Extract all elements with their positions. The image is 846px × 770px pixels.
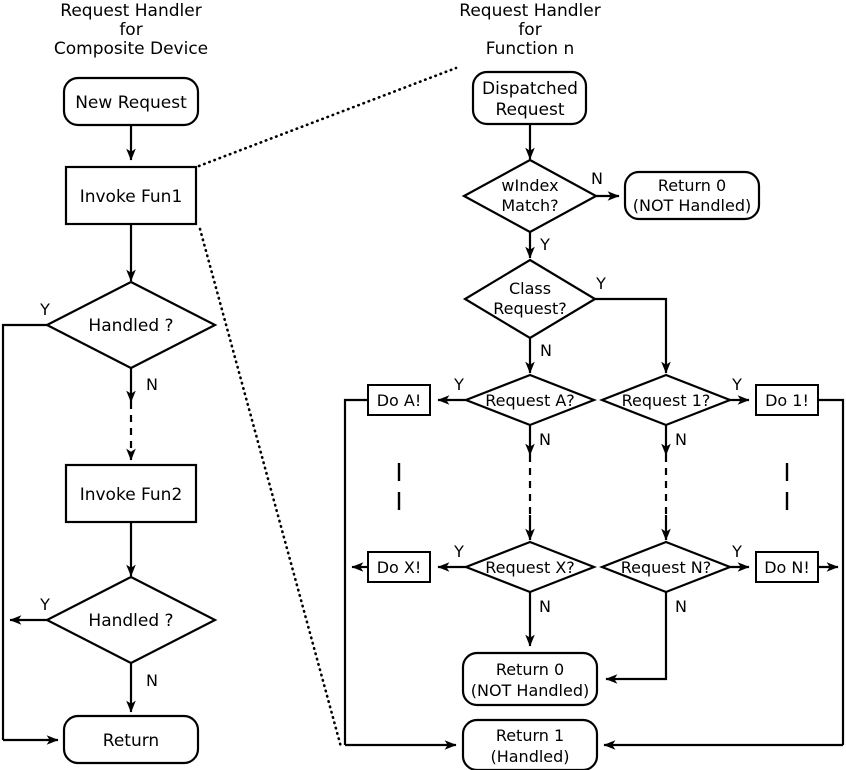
node-do-1-label: Do 1! xyxy=(765,391,809,410)
right-title-line3: Function n xyxy=(486,39,575,59)
node-invoke-fun2-label: Invoke Fun2 xyxy=(80,485,183,505)
node-return[interactable] xyxy=(62,714,200,765)
edge-label-request-1-yes: Y xyxy=(731,375,742,394)
node-return1-label-1: Return 1 xyxy=(496,726,564,745)
node-invoke-fun1-label: Invoke Fun1 xyxy=(80,187,183,207)
edge-label-handled2-no: N xyxy=(146,671,158,690)
node-handled-1-label: Handled ? xyxy=(88,316,173,336)
node-handled-2-label: Handled ? xyxy=(88,611,173,631)
edge-label-request-n-yes: Y xyxy=(731,542,742,561)
node-return0-bottom[interactable] xyxy=(461,651,599,707)
node-request-a-label: Request A? xyxy=(485,391,575,410)
right-title-line2: for xyxy=(518,20,541,40)
left-title-line1: Request Handler xyxy=(60,1,201,21)
node-return0-top-label-1: Return 0 xyxy=(658,176,726,195)
edge-label-request-x-no: N xyxy=(539,597,551,616)
node-windex-match-label-2: Match? xyxy=(501,196,558,215)
edge-handled1-yes-to-rail xyxy=(1,323,47,740)
node-request-x-label: Request X? xyxy=(485,558,575,577)
node-do-1[interactable] xyxy=(755,384,819,416)
edge-request-n-no-to-return0-bottom xyxy=(605,592,668,684)
edge-label-handled1-no: N xyxy=(146,375,158,394)
right-title-line1: Request Handler xyxy=(459,1,600,21)
node-class-request-label-1: Class xyxy=(509,279,551,298)
edge-label-handled2-yes: Y xyxy=(39,595,50,614)
dotted-connector-top xyxy=(197,66,458,168)
edge-label-class-no: N xyxy=(540,341,552,360)
node-request-1-label: Request 1? xyxy=(622,391,711,410)
edge-label-request-n-no: N xyxy=(675,597,687,616)
node-do-a-label: Do A! xyxy=(377,391,422,410)
edge-class-yes-to-request-1 xyxy=(595,297,671,374)
node-class-request-label-2: Request? xyxy=(493,299,566,318)
edge-label-handled1-yes: Y xyxy=(39,300,50,319)
left-title-line2: for xyxy=(119,20,142,40)
edge-label-class-yes: Y xyxy=(595,274,606,293)
edge-do-a-to-left-rail xyxy=(343,398,368,745)
edge-label-request-a-yes: Y xyxy=(453,375,464,394)
right-panel: Request Handler for Function n Dispatche… xyxy=(343,1,845,770)
node-return-label: Return xyxy=(103,731,159,751)
edge-label-windex-no: N xyxy=(591,169,603,188)
expansion-connectors xyxy=(197,66,458,749)
node-do-x-label: Do X! xyxy=(377,558,422,577)
dotted-connector-bottom xyxy=(198,227,343,749)
edge-do-1-to-right-rail xyxy=(818,398,845,745)
node-new-request-label: New Request xyxy=(75,93,187,113)
node-return0-bottom-label-2: (NOT Handled) xyxy=(471,681,589,700)
left-panel: Request Handler for Composite Device New… xyxy=(1,1,218,765)
left-title-line3: Composite Device xyxy=(54,39,208,59)
node-windex-match-label-1: wIndex xyxy=(501,176,558,195)
node-do-x[interactable] xyxy=(367,551,431,583)
edge-label-windex-yes: Y xyxy=(539,235,550,254)
node-invoke-fun2[interactable] xyxy=(64,463,198,524)
edge-label-request-x-yes: Y xyxy=(453,542,464,561)
node-return0-bottom-label-1: Return 0 xyxy=(496,660,564,679)
node-dispatched-request-label-1: Dispatched xyxy=(482,79,578,99)
node-request-n-label: Request N? xyxy=(621,558,712,577)
node-invoke-fun1[interactable] xyxy=(64,165,198,226)
edge-label-request-1-no: N xyxy=(675,430,687,449)
node-do-n-label: Do N! xyxy=(764,558,810,577)
node-return1[interactable] xyxy=(461,718,599,770)
node-return1-label-2: (Handled) xyxy=(490,747,569,766)
edge-label-request-a-no: N xyxy=(539,430,551,449)
node-dispatched-request-label-2: Request xyxy=(495,100,564,120)
node-return0-top[interactable] xyxy=(623,170,761,221)
node-do-a[interactable] xyxy=(367,384,431,416)
node-do-n[interactable] xyxy=(755,551,819,583)
node-return0-top-label-2: (NOT Handled) xyxy=(633,196,751,215)
